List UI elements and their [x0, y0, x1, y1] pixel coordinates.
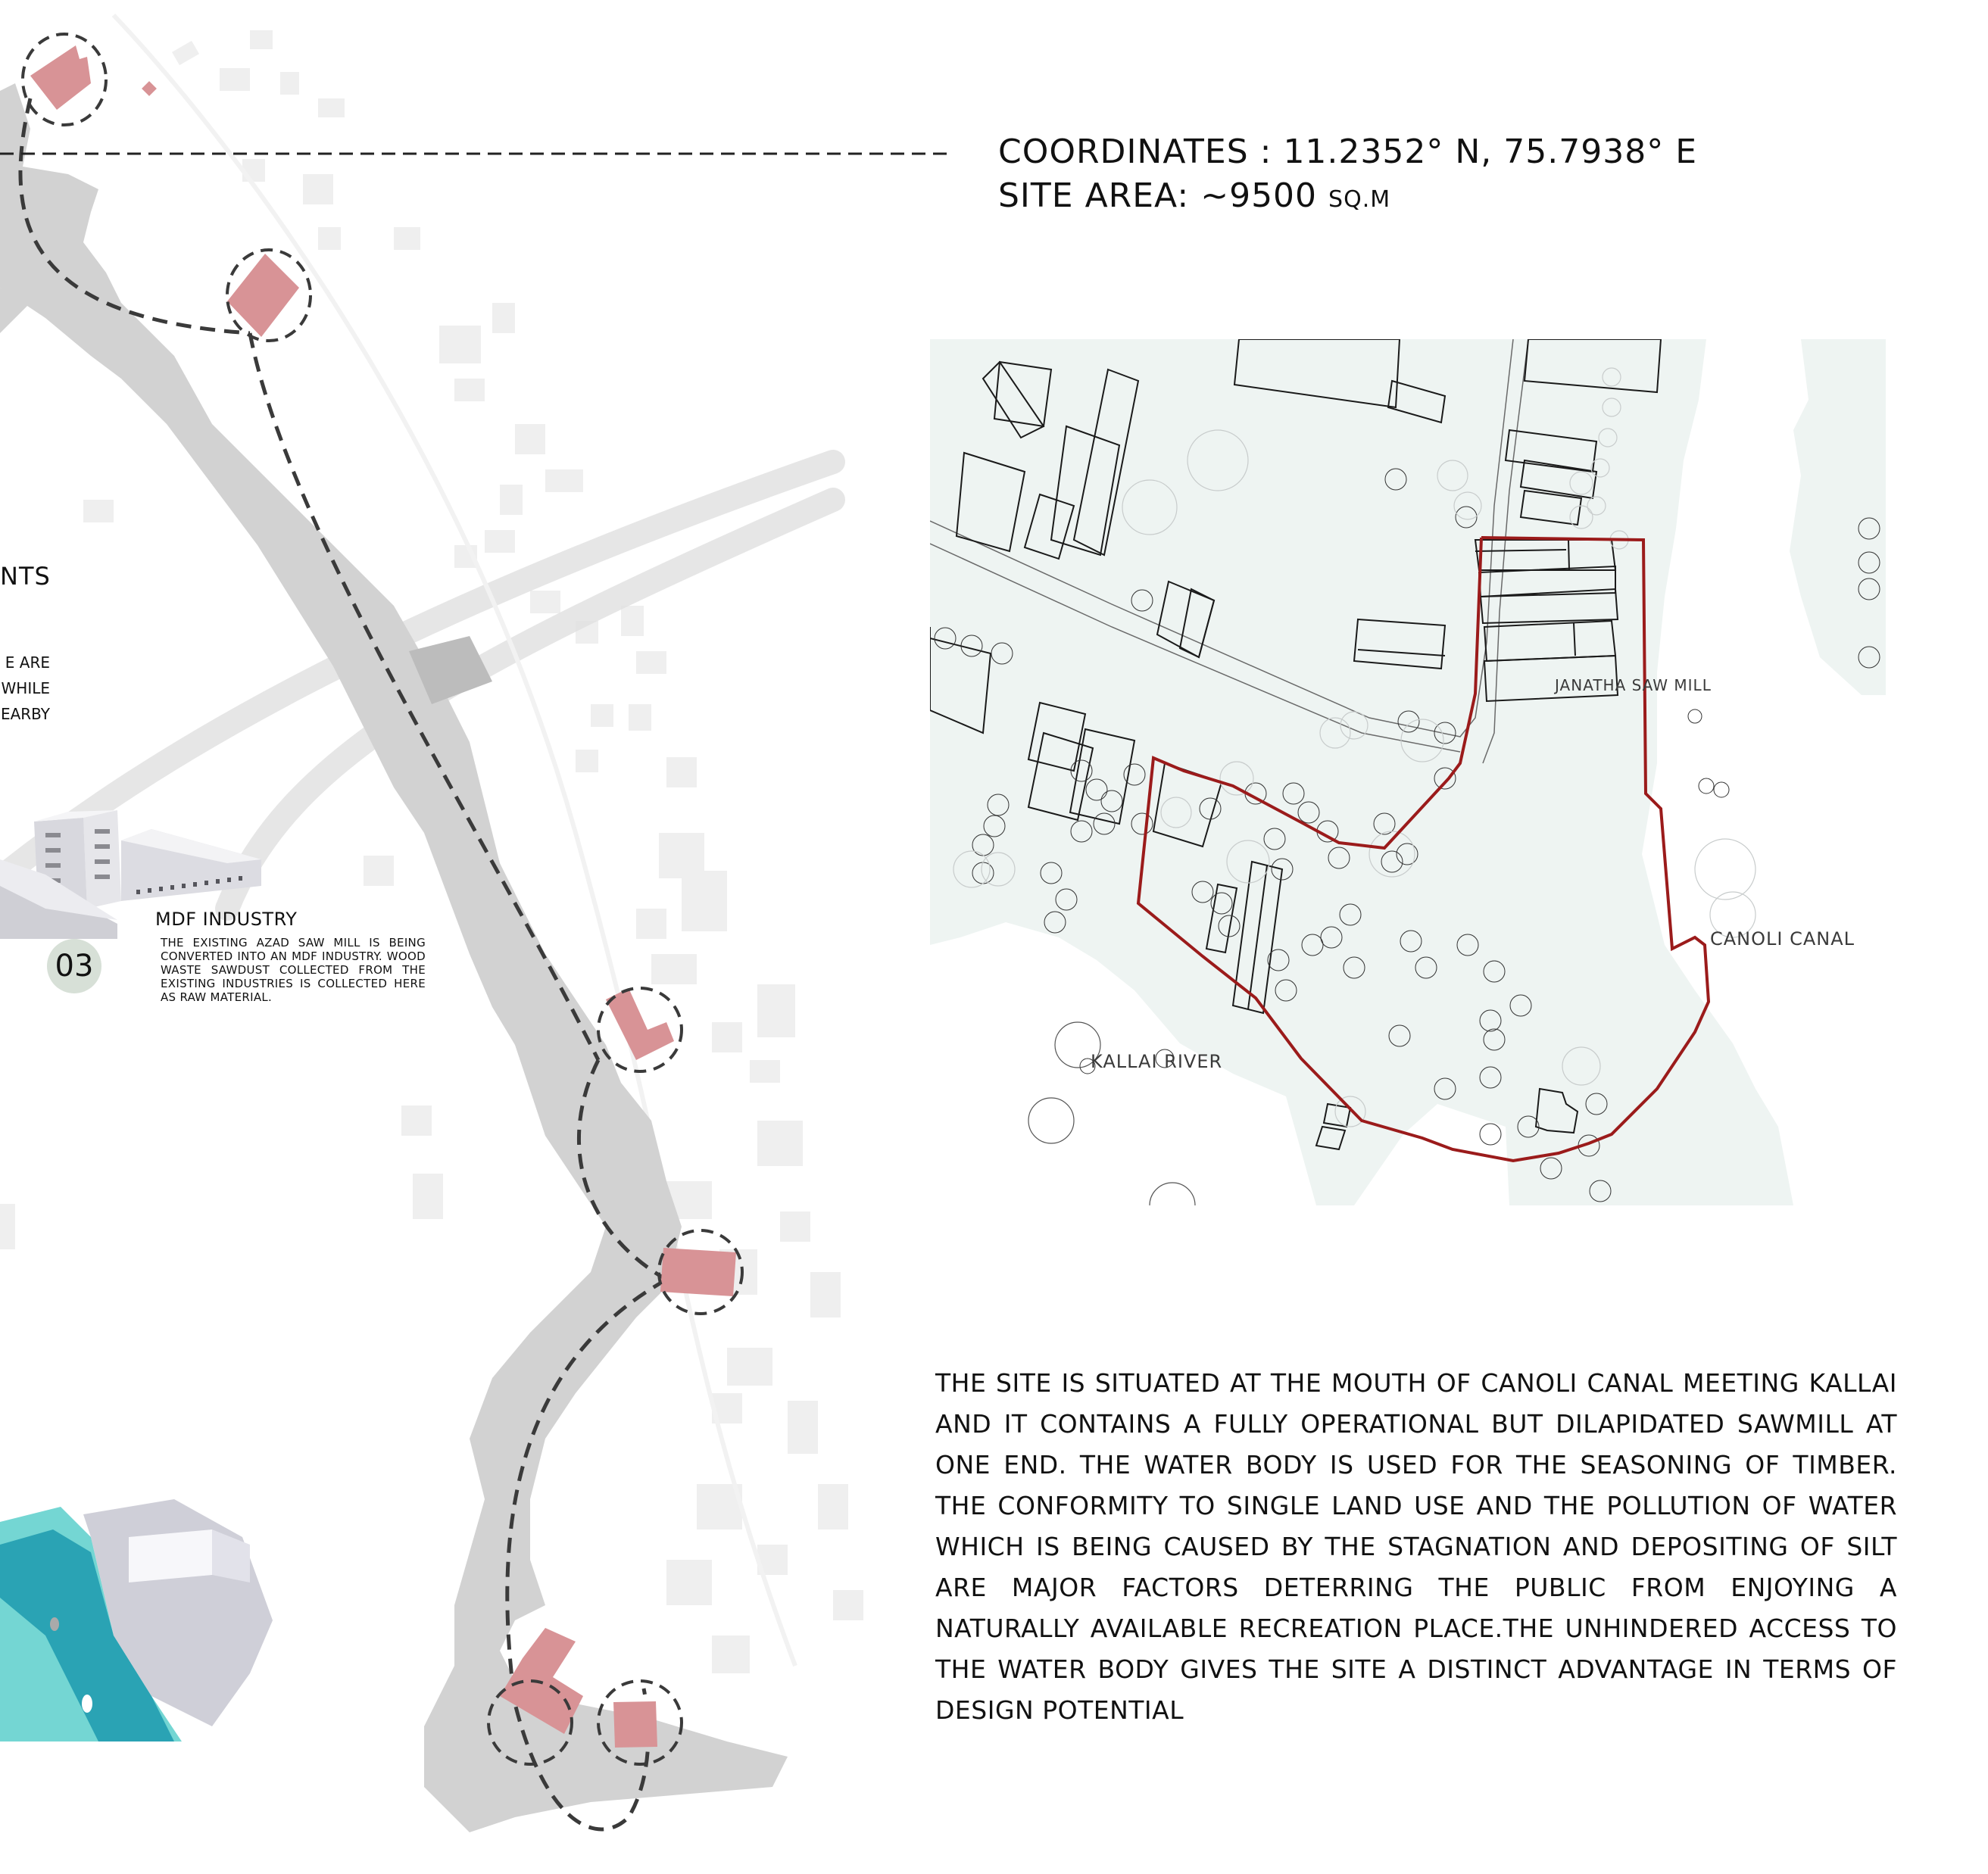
site-area-value: ~9500 [1200, 176, 1318, 215]
overview-map [0, 0, 947, 1874]
mdf-industry-render [0, 787, 273, 946]
minor-roads [111, 13, 797, 1667]
label-canoli-canal: CANOLI CANAL [1710, 928, 1855, 949]
badge-number: 03 [55, 949, 94, 984]
site-info-block: COORDINATES : 11.2352° N, 75.7938° E SIT… [998, 130, 1697, 222]
coordinates-line: COORDINATES : 11.2352° N, 75.7938° E [998, 130, 1697, 174]
coordinates-value: 11.2352° N, 75.7938° E [1283, 133, 1697, 171]
site-area-label: SITE AREA: [998, 176, 1190, 215]
partial-line: EARBY [0, 705, 50, 723]
site-description: The site is situated at the mouth of Can… [935, 1368, 1897, 1725]
mdf-title: MDF INDUSTRY [155, 909, 298, 930]
aerial-render [0, 1423, 303, 1741]
mdf-description: The existing Azad saw mill is being conv… [161, 936, 426, 1004]
route-path [18, 98, 668, 1832]
tree-symbols [934, 367, 1880, 1205]
site-area-unit: SQ.M [1328, 186, 1391, 213]
land-area [930, 339, 1793, 1205]
partial-section-heading: NTS [0, 562, 51, 591]
site-boundary [1136, 536, 1711, 1163]
site-circles [21, 33, 744, 1766]
site-area-line: SITE AREA: ~9500 SQ.M [998, 174, 1697, 222]
label-janatha-saw-mill: JANATHA SAW MILL [1555, 676, 1712, 694]
deciduous-trees [953, 367, 1756, 1127]
label-kallai-river: KALLAI RIVER [1091, 1051, 1223, 1072]
partial-line: WHILE [1, 679, 51, 697]
river [0, 83, 788, 1832]
partial-section-text: E ARE WHILE EARBY [0, 650, 50, 727]
highlight-buildings [30, 45, 736, 1748]
mdf-number-badge: 03 [47, 939, 101, 993]
partial-line: E ARE [5, 653, 50, 672]
site-plan: JANATHA SAW MILL CANOLI CANAL KALLAI RIV… [930, 339, 1886, 1205]
coordinates-label: COORDINATES : [998, 133, 1272, 171]
